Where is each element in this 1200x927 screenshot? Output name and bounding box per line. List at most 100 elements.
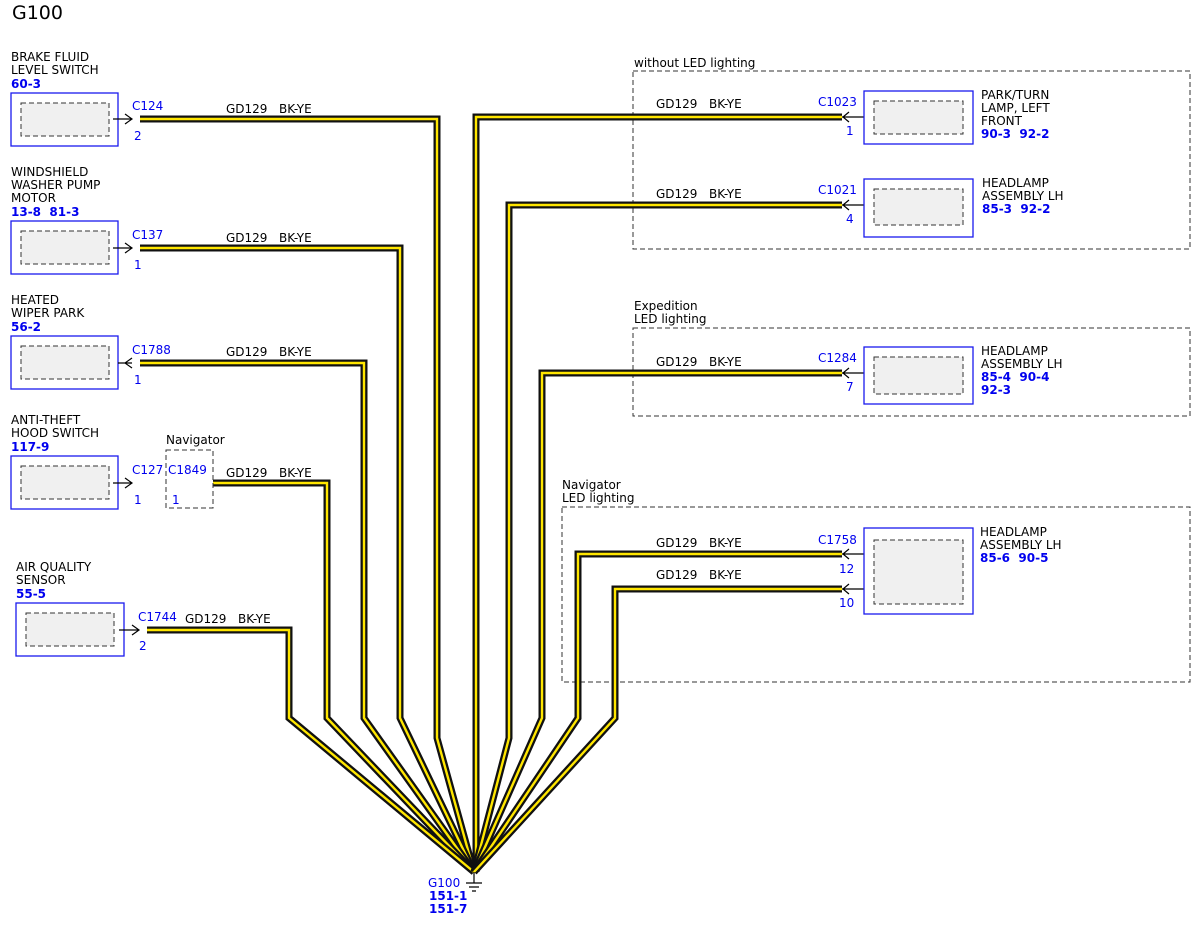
connector-pin-icon (113, 242, 134, 254)
component-name: BRAKE FLUID (11, 50, 89, 64)
wire-id-label: GD129 (226, 231, 267, 245)
component-headlamp-assembly-lh-1[interactable]: C1021 4 HEADLAMP ASSEMBLY LH 85-3 92-2 (818, 176, 1064, 238)
page-ref[interactable]: 151-7 (429, 902, 467, 916)
page-ref[interactable]: 56-2 (11, 320, 41, 334)
wire-c1284 (470, 369, 842, 874)
component-name: PARK/TURN (981, 88, 1049, 102)
group-label: Expedition (634, 299, 698, 313)
page-ref[interactable]: 117-9 (11, 440, 49, 454)
component-park-turn-lamp-left-front[interactable]: C1023 1 PARK/TURN LAMP, LEFT FRONT 90-3 … (818, 88, 1050, 145)
component-headlamp-assembly-lh-3[interactable]: C1758 12 10 HEADLAMP ASSEMBLY LH 85-6 90… (818, 525, 1062, 615)
page-ref[interactable]: 13-8 81-3 (11, 205, 79, 219)
component-name: HOOD SWITCH (11, 426, 99, 440)
component-inner (873, 100, 964, 135)
wire-c1021 (470, 201, 842, 873)
connector-id[interactable]: C1849 (168, 463, 207, 477)
group-label: LED lighting (634, 312, 706, 326)
ground-g100[interactable]: G100 151-1 151-7 (428, 872, 482, 916)
component-brake-fluid-level-switch[interactable]: BRAKE FLUID LEVEL SWITCH 60-3 C124 2 (10, 50, 163, 147)
wire-color-label: BK-YE (709, 536, 742, 550)
page-ref[interactable]: 90-3 92-2 (981, 127, 1049, 141)
component-name: ASSEMBLY LH (981, 357, 1063, 371)
wire-id-label: GD129 (656, 536, 697, 550)
page-title: G100 (12, 2, 63, 24)
pin-number: 10 (839, 596, 854, 610)
connector-pin-icon (118, 357, 133, 369)
wire-color-label: BK-YE (238, 612, 271, 626)
wire-c124 (140, 115, 478, 873)
page-ref[interactable]: 92-3 (981, 383, 1011, 397)
component-name: WINDSHIELD (11, 165, 88, 179)
connector-id[interactable]: C1744 (138, 610, 177, 624)
connector-id[interactable]: C127 (132, 463, 163, 477)
wire-c1744 (147, 626, 477, 875)
component-name: WASHER PUMP (11, 178, 100, 192)
page-ref[interactable]: 55-5 (16, 587, 46, 601)
wire-color-label: BK-YE (709, 97, 742, 111)
pin-number: 1 (134, 258, 142, 272)
pin-number: 2 (134, 129, 142, 143)
connector-id[interactable]: C1284 (818, 351, 857, 365)
wire-harness (140, 113, 842, 875)
group-label: LED lighting (562, 491, 634, 505)
page-ref[interactable]: 60-3 (11, 77, 41, 91)
component-name: WIPER PARK (11, 306, 85, 320)
page-ref[interactable]: 85-3 92-2 (982, 202, 1050, 216)
connector-pin-icon (119, 624, 141, 636)
wire-c1788 (140, 359, 477, 875)
page-ref[interactable]: 151-1 (429, 889, 467, 903)
component-air-quality-sensor[interactable]: AIR QUALITY SENSOR 55-5 C1744 2 (15, 560, 177, 657)
connector-id[interactable]: C1021 (818, 183, 857, 197)
component-inner (20, 102, 110, 137)
component-inner (873, 188, 964, 226)
pin-number: 1 (172, 493, 180, 507)
pin-number: 12 (839, 562, 854, 576)
component-anti-theft-hood-switch[interactable]: ANTI-THEFT HOOD SWITCH 117-9 C127 1 Navi… (10, 413, 225, 510)
pin-number: 7 (846, 380, 854, 394)
connector-id[interactable]: C1758 (818, 533, 857, 547)
component-inner (25, 612, 115, 647)
wire-c1758-12 (471, 550, 842, 874)
ground-name: G100 (428, 876, 460, 890)
wire-id-label: GD129 (226, 466, 267, 480)
connector-id[interactable]: C124 (132, 99, 163, 113)
wire-id-label: GD129 (656, 568, 697, 582)
pin-number: 4 (846, 212, 854, 226)
connector-id[interactable]: C1788 (132, 343, 171, 357)
wire-color-label: BK-YE (279, 345, 312, 359)
wire-color-label: BK-YE (279, 231, 312, 245)
wire-id-label: GD129 (226, 345, 267, 359)
component-name: ANTI-THEFT (11, 413, 81, 427)
component-headlamp-assembly-lh-2[interactable]: C1284 7 HEADLAMP ASSEMBLY LH 85-4 90-4 9… (818, 344, 1063, 405)
component-inner (20, 230, 110, 265)
wire-c1023 (472, 113, 842, 872)
component-inner (873, 356, 964, 395)
component-inner (20, 345, 110, 380)
component-name: HEADLAMP (982, 176, 1049, 190)
connector-id[interactable]: C1023 (818, 95, 857, 109)
component-heated-wiper-park[interactable]: HEATED WIPER PARK 56-2 C1788 1 (10, 293, 171, 390)
wire-id-label: GD129 (656, 97, 697, 111)
ground-icon (466, 872, 482, 892)
page-ref[interactable]: 85-6 90-5 (980, 551, 1048, 565)
page-ref[interactable]: 85-4 90-4 (981, 370, 1049, 384)
wire-labels: GD129 BK-YE GD129 BK-YE GD129 BK-YE GD12… (185, 97, 742, 626)
component-name: HEADLAMP (981, 344, 1048, 358)
component-inner (873, 539, 964, 605)
wire-id-label: GD129 (185, 612, 226, 626)
wire-color-label: BK-YE (279, 466, 312, 480)
wire-color-label: BK-YE (709, 187, 742, 201)
group-navigator-led: Navigator LED lighting (561, 478, 1191, 683)
component-name: SENSOR (16, 573, 66, 587)
component-windshield-washer-pump-motor[interactable]: WINDSHIELD WASHER PUMP MOTOR 13-8 81-3 C… (10, 165, 163, 275)
component-name: AIR QUALITY (16, 560, 92, 574)
component-name: MOTOR (11, 191, 56, 205)
connector-id[interactable]: C137 (132, 228, 163, 242)
group-without-led: without LED lighting (632, 56, 1191, 250)
wire-color-label: BK-YE (709, 568, 742, 582)
component-name: LAMP, LEFT (981, 101, 1050, 115)
group-label: Navigator (562, 478, 621, 492)
inline-connector-box (165, 449, 214, 509)
pin-number: 1 (134, 373, 142, 387)
wire-c137 (140, 244, 478, 874)
